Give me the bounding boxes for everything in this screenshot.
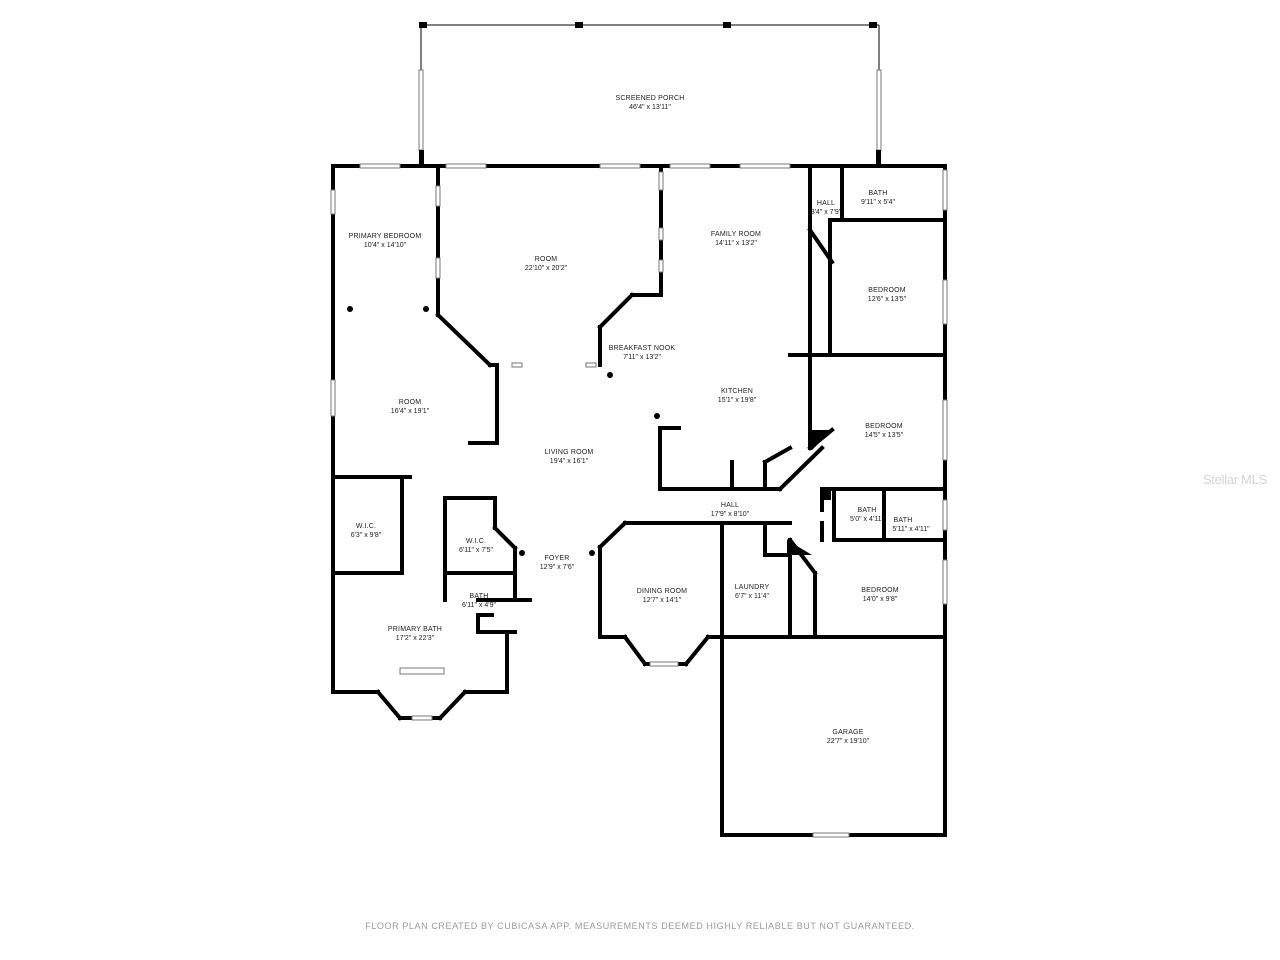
room-label: FOYER [544,555,569,562]
room-dims: 9'11" x 5'4" [861,199,895,206]
room-label: HALL [817,200,835,207]
room-dims: 6'3" x 9'8" [351,532,382,539]
room-dims: 14'5" x 13'5" [865,432,904,439]
room-dims: 10'4" x 14'10" [364,242,407,249]
room-dims: 14'0" x 9'8" [863,596,898,603]
room-label: W.I.C. [356,523,376,530]
room-dims: 16'4" x 19'1" [391,408,430,415]
columns [347,306,660,556]
room-dims: 14'11" x 13'2" [715,240,757,247]
room-label: FAMILY ROOM [711,231,761,238]
room-dims: 12'9" x 7'6" [540,564,575,571]
room-dims: 22'7" x 19'10" [827,738,870,745]
room-label: BATH [858,507,877,514]
footer-disclaimer: FLOOR PLAN CREATED BY CUBICASA APP. MEAS… [365,921,915,931]
room-labels: SCREENED PORCH 46'4" x 13'11" PRIMARY BE… [349,95,931,745]
room-dims: 12'6" x 13'5" [868,296,907,303]
room-dims: 5'0" x 4'11" [850,516,884,523]
room-dims: 19'4" x 16'1" [550,458,589,465]
room-label: SCREENED PORCH [616,95,685,102]
room-dims: 46'4" x 13'11" [629,104,671,111]
room-dims: 12'7" x 14'1" [643,597,682,604]
room-dims: 7'11" x 13'2" [623,354,661,361]
room-label: LIVING ROOM [545,449,594,456]
room-label: DINING ROOM [637,588,687,595]
room-dims: 3'4" x 7'9" [811,209,842,216]
room-dims: 17'9" x 8'10" [711,511,750,518]
room-dims: 6'11" x 7'5" [459,547,493,554]
room-dims: 15'1" x 19'8" [718,397,757,404]
room-dims: 17'2" x 22'3" [396,635,435,642]
room-label: BEDROOM [868,287,906,294]
room-label: BATH [894,517,913,524]
room-label: ROOM [399,399,422,406]
windows [330,163,948,838]
room-label: W.I.C. [466,538,486,545]
room-dims: 22'10" x 20'2" [525,265,568,272]
watermark-text: Stellar MLS [1203,472,1267,487]
screened-porch-outline [418,22,882,165]
room-label: KITCHEN [721,388,753,395]
room-label: ROOM [535,256,558,263]
room-label: HALL [721,502,739,509]
room-label: BEDROOM [861,587,899,594]
room-dims: 6'11" x 4'9" [462,602,496,609]
room-dims: 5'11" x 4'11" [892,526,930,533]
room-dims: 6'7" x 11'4" [735,593,769,600]
room-label: BATH [470,593,489,600]
room-label: LAUNDRY [735,584,770,591]
room-label: BREAKFAST NOOK [609,345,676,352]
room-label: GARAGE [832,729,863,736]
room-label: BEDROOM [865,423,903,430]
room-label: BATH [869,190,888,197]
room-label: PRIMARY BATH [388,626,442,633]
room-label: PRIMARY BEDROOM [349,233,422,240]
